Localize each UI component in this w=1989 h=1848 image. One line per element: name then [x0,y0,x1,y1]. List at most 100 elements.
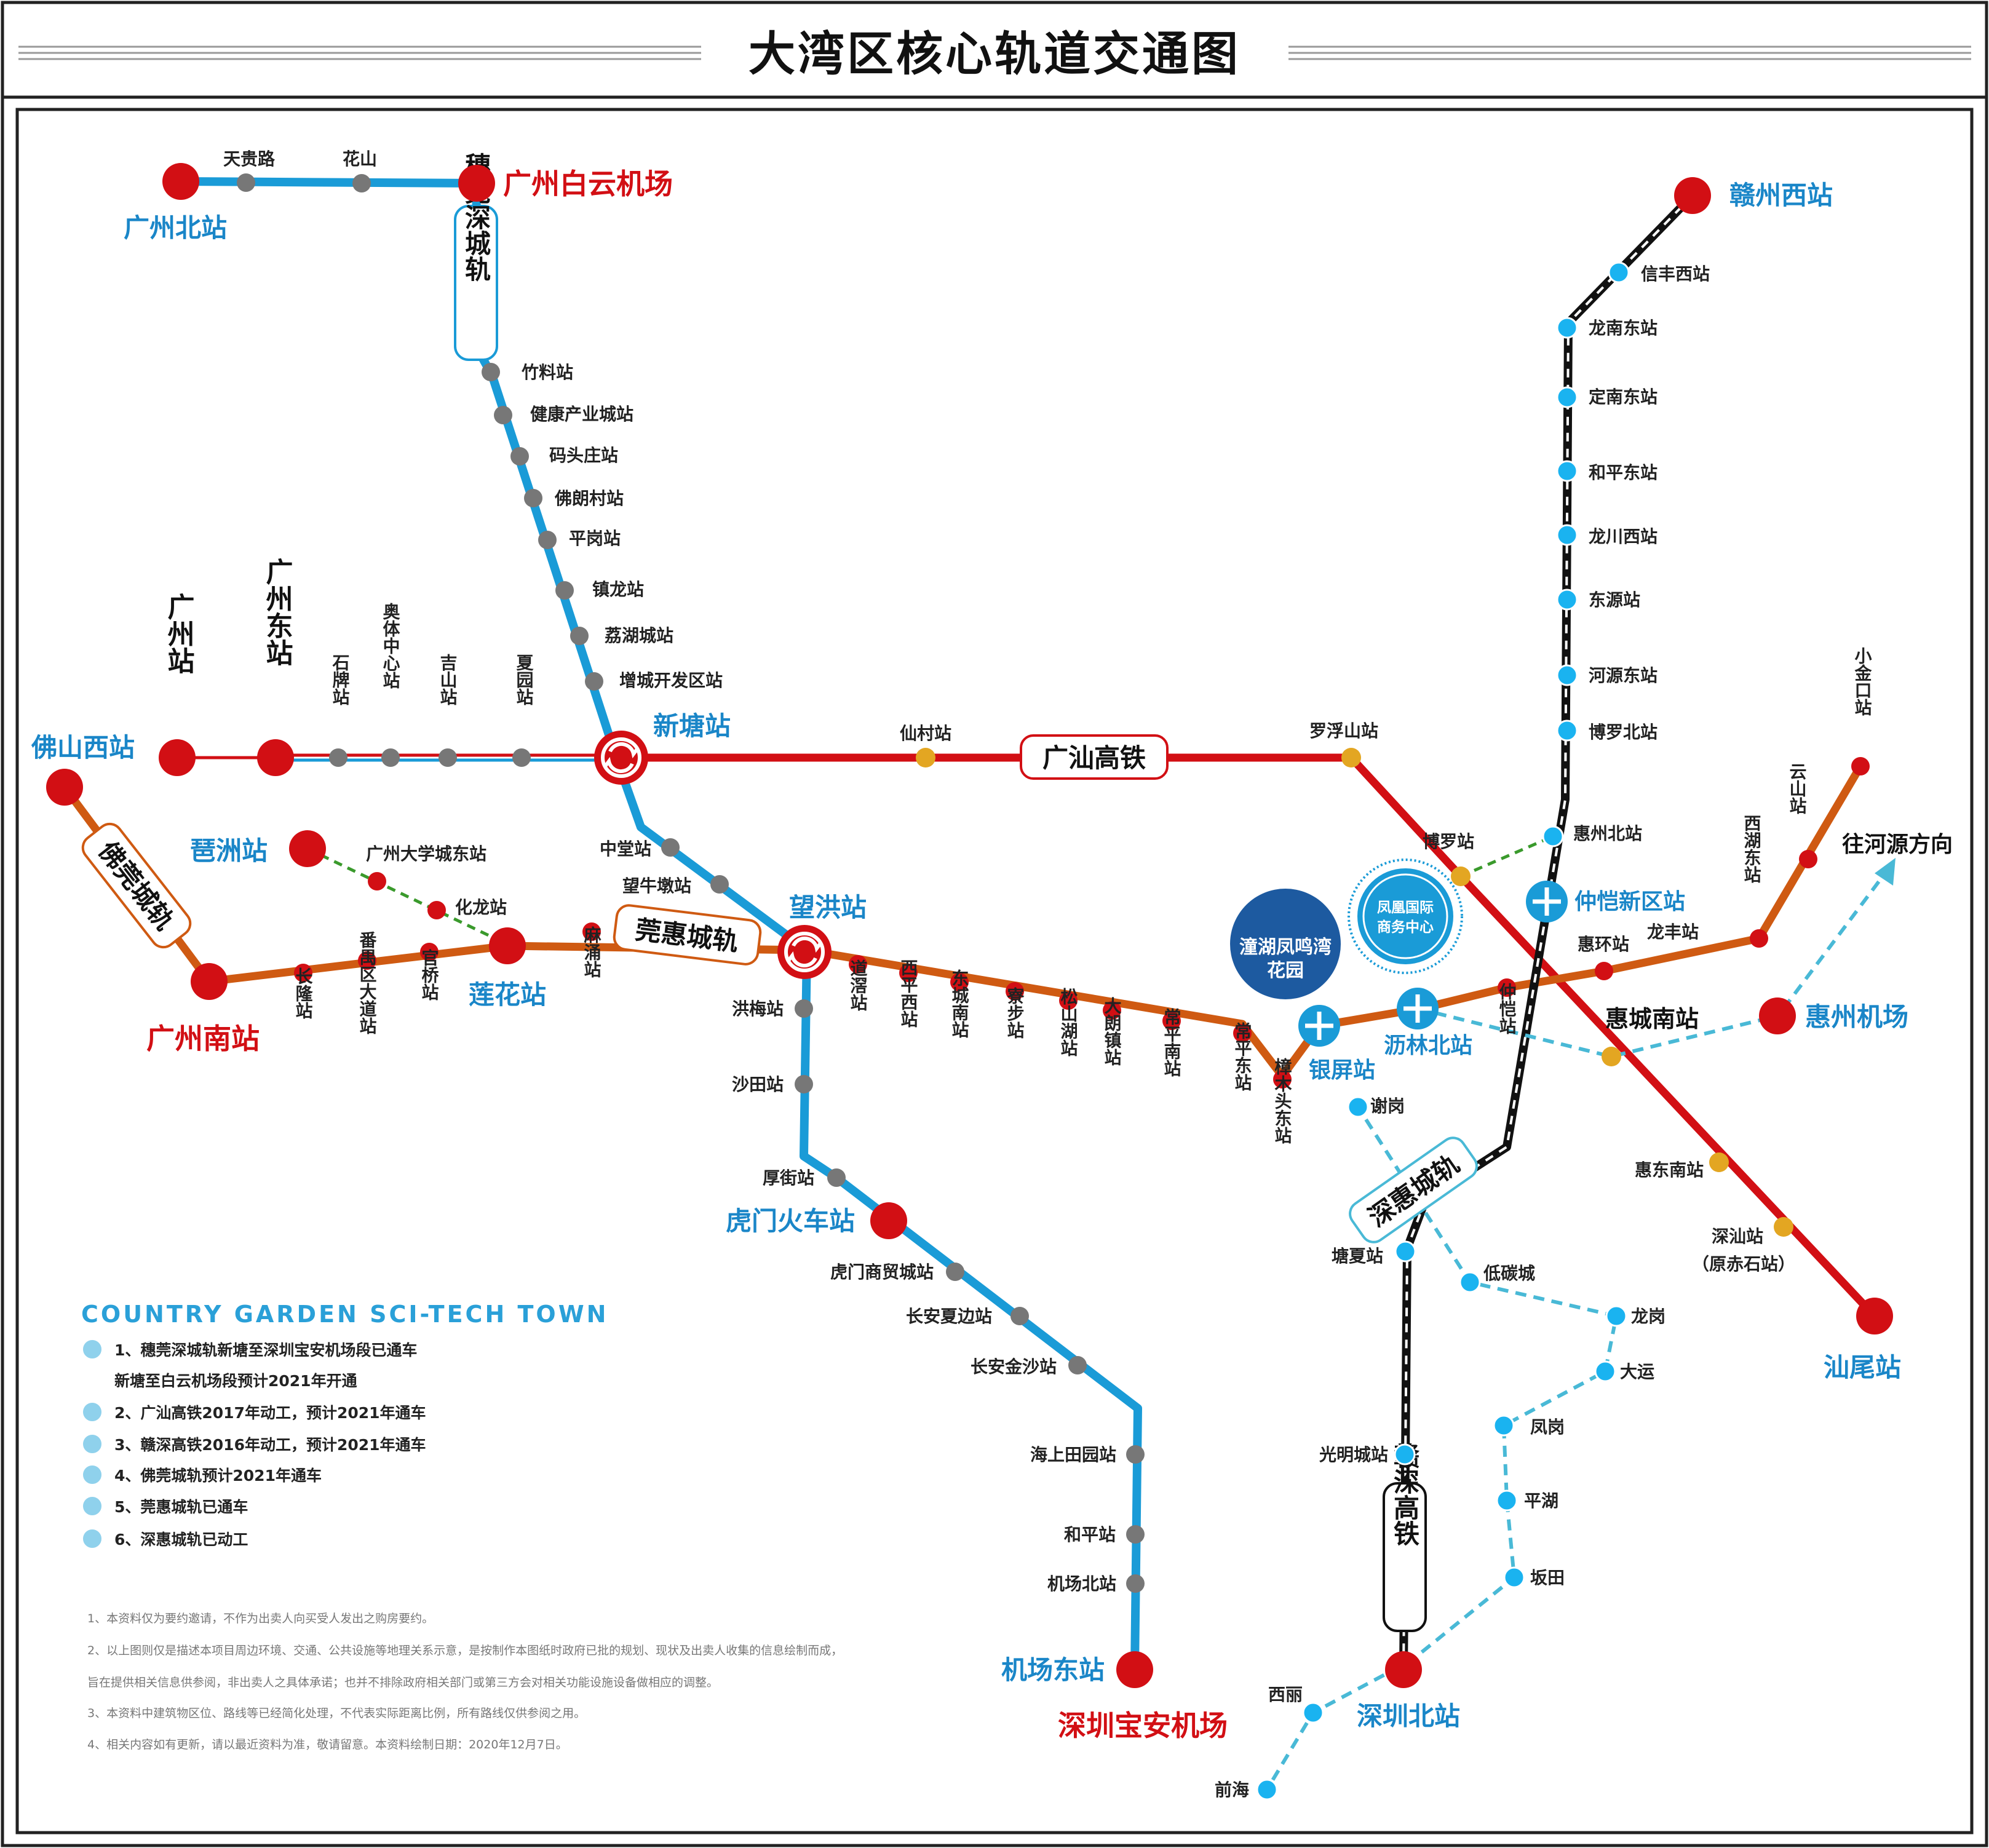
label-gz-univ: 广州大学城东站 [366,844,486,864]
disclaimer-5: 4、相关内容如有更新，请以最近资料为准，敬请留意。本资料绘制日期：2020年12… [87,1738,568,1751]
map-border [15,108,1974,1834]
label-yinping: 银屏站 [1309,1058,1375,1083]
label-xiayuan: 夏园站 [514,654,534,705]
label-qianhai: 前海 [1215,1780,1249,1800]
label-shenshan-sub: （原赤石站） [1692,1254,1795,1274]
label-ditan: 低碳城 [1483,1263,1535,1283]
label-pinggang: 平岗站 [569,528,621,549]
label-changping-s: 常平南站 [1162,1008,1182,1077]
note-1b: 新塘至白云机场段预计2021年开通 [114,1372,357,1390]
notes-heading: COUNTRY GARDEN SCI-TECH TOWN [81,1301,608,1328]
label-guangzhou: 广州站 [163,593,195,674]
svg-text:潼湖凤鸣湾: 潼湖凤鸣湾 [1239,937,1332,958]
label-songshanhu: 松山湖站 [1058,988,1079,1057]
note-3: 3、赣深高铁2016年动工，预计2021年通车 [114,1436,426,1454]
landmark-fenghuang: 凤凰国际 商务中心 [1348,859,1463,974]
header-ornament-left [18,46,701,60]
label-fenggang: 凤岗 [1530,1417,1565,1437]
label-dongcheng: 东城南站 [950,969,970,1038]
page-title: 大湾区核心轨道交通图 [748,26,1241,81]
label-daojiao: 道滘站 [848,959,868,1011]
station-markers-red-small [294,757,1870,1089]
label-jishan: 吉山站 [438,654,458,705]
label-shanwei: 汕尾站 [1824,1352,1901,1382]
label-longnan: 龙南东站 [1589,318,1658,338]
line-green-boluo [1460,835,1554,878]
label-huihuan: 惠环站 [1578,934,1629,954]
line-shenhui [1265,1105,1618,1791]
disclaimer-4: 3、本资料中建筑物区位、路线等已经简化处理，不代表实际距离比例，所有路线仅供参阅… [87,1707,586,1720]
note-2: 2、广汕高铁2017年动工，预计2021年通车 [114,1404,426,1422]
label-baiyun-airport: 广州白云机场 [503,167,673,200]
disclaimer-3: 旨在提供相关信息供参阅，非出卖人之具体承诺；也并不排除政府相关部门或第三方会对相… [87,1676,718,1689]
label-dongyuan: 东源站 [1589,590,1640,610]
label-heyuan: 河源东站 [1589,665,1658,686]
label-xiping: 西平西站 [899,959,919,1028]
label-xiegang: 谢岗 [1370,1096,1405,1116]
label-guangzhou-east: 广州东站 [261,558,293,666]
label-pinghu: 平湖 [1524,1491,1558,1511]
station-markers-cyan [1256,261,1630,1801]
label-dalang: 大朗镇站 [1102,997,1122,1066]
disclaimer-1: 1、本资料仅为要约邀请，不作为出卖人向买受人发出之购房要约。 [87,1612,434,1625]
interchange-icon-xintang [594,731,648,785]
label-haishang: 海上田园站 [1030,1445,1116,1465]
note-5: 5、莞惠城轨已通车 [114,1498,248,1516]
note-1: 1、穗莞深城轨新塘至深圳宝安机场段已通车 [114,1341,417,1359]
label-shatian: 沙田站 [732,1074,784,1095]
label-longfeng: 龙丰站 [1647,922,1699,942]
label-zhongkai: 仲恺站 [1497,983,1517,1034]
svg-text:广汕高铁: 广汕高铁 [1042,743,1146,773]
label-xiancun: 仙村站 [900,723,951,744]
label-foshan-west: 佛山西站 [31,732,135,763]
label-zhangmutou: 樟木头东站 [1272,1057,1293,1144]
note-4: 4、佛莞城轨预计2021年通车 [114,1467,322,1485]
label-ganshen: 赣深高铁 [1383,1443,1427,1632]
label-tianguilu: 天贵路 [223,149,276,169]
label-huizhou-airport: 惠州机场 [1805,1002,1908,1032]
label-matouzhuang: 码头庄站 [549,445,618,466]
station-markers-yellow [916,748,1793,1237]
line-shenhui-heyuan [1782,858,1896,1010]
label-wangniudun: 望牛墩站 [622,876,691,896]
label-shenhui: 深惠城轨 [1349,1136,1478,1243]
label-lilin-north: 沥林北站 [1384,1033,1472,1058]
note-bullets [82,1339,103,1549]
label-xili: 西丽 [1268,1684,1303,1705]
label-huidong-south: 惠东南站 [1635,1160,1704,1180]
line-guangshan [621,753,1878,1319]
label-folangcun: 佛朗村站 [554,488,624,509]
label-airport-north: 机场北站 [1047,1574,1116,1594]
label-aoti: 奥体中心站 [381,603,401,689]
label-zhenlong: 镇龙站 [592,579,644,600]
station-markers-gray [237,173,1145,1593]
label-pazhou: 琶洲站 [190,836,268,866]
label-lihu: 荔湖城站 [605,625,673,646]
label-lianhua: 莲花站 [469,980,546,1010]
label-guangshan: 广汕高铁 [1020,734,1169,780]
station-labels-horizontal: 天贵路 花山 竹料站 健康产业城站 码头庄站 佛朗村站 平岗站 镇龙站 荔湖城站… [223,149,1795,1800]
label-heping-s: 和平站 [1064,1525,1116,1545]
svg-text:凤凰国际: 凤凰国际 [1377,900,1434,916]
label-zhongkai-xinqu: 仲恺新区站 [1574,889,1685,914]
notes-panel: COUNTRY GARDEN SCI-TECH TOWN 1、穗莞深城轨新塘至深… [81,1301,843,1751]
label-humen: 虎门火车站 [726,1206,855,1236]
label-baoan-airport: 深圳宝安机场 [1058,1709,1228,1742]
label-huicheng-south: 惠城南站 [1605,1005,1699,1033]
interchange-icon-wanghong [777,925,832,979]
label-hongmei: 洪梅站 [732,999,784,1019]
label-liaobu: 寮步站 [1005,986,1025,1039]
header-ornament-right [1288,46,1971,60]
label-humen-shangmao: 虎门商贸城站 [830,1262,934,1282]
label-panyu: 番禺区大道站 [357,931,378,1034]
label-houjie: 厚街站 [763,1168,814,1188]
label-changan-xiabian: 长安夏边站 [906,1306,992,1327]
label-changlong: 长隆站 [293,967,314,1019]
label-longgang: 龙岗 [1631,1306,1665,1327]
label-ganzhou-west: 赣州西站 [1729,180,1833,210]
label-xintang: 新塘站 [653,711,731,741]
label-heyuan-direction: 往河源方向 [1842,832,1953,857]
line-suiguan-north [180,177,477,188]
disclaimer-2: 2、以上图则仅是描述本项目周边环境、交通、公共设施等地理关系示意，是按制作本图纸… [87,1644,843,1657]
label-airport-east: 机场东站 [1001,1655,1105,1685]
